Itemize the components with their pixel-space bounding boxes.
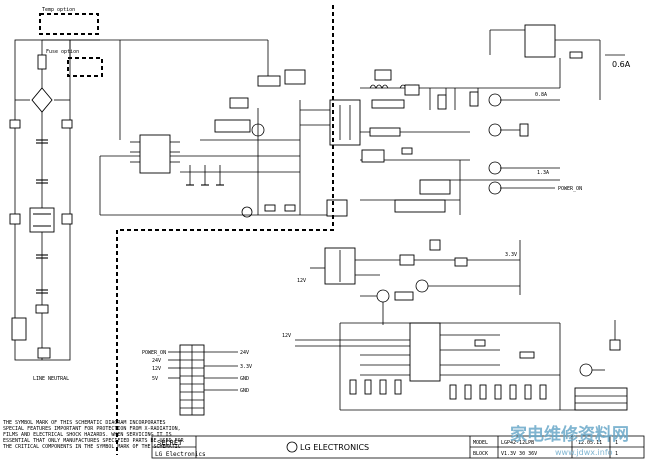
footer-note-line-5: THE CRITICAL COMPONENTS IN THE SYMBOL MA… <box>3 444 181 450</box>
transistor-q4 <box>488 181 502 195</box>
optocoupler <box>326 199 348 217</box>
transistor-q3 <box>488 161 502 175</box>
control-ic <box>409 322 441 382</box>
connector-right-pin-4: GND <box>240 388 249 394</box>
output-15a-label: 1.3A <box>537 170 549 176</box>
transistor-q1 <box>488 93 502 107</box>
output-06a-label: 0.6A <box>612 60 631 69</box>
standby-rail-label: 3.3V <box>505 252 517 258</box>
connector-left-pin-4: 5V <box>152 376 158 382</box>
mid-12v-label: 12V <box>282 333 291 339</box>
temp-option-label: Temp option <box>42 7 75 13</box>
bridge-rectifier-symbol <box>31 87 53 113</box>
model-value: LGP42-12LPB <box>501 440 534 446</box>
dimming-option-box <box>574 387 628 411</box>
footer-notes: THE SYMBOL MARK OF THIS SCHEMATIC DIAGRA… <box>3 420 185 450</box>
standby-section: 12V 3.3V <box>297 239 521 325</box>
transistor-q2 <box>488 123 502 137</box>
regulator-ic-top <box>524 24 556 58</box>
temp-option-box <box>39 13 99 35</box>
lg-electronics-small: LG Electronics <box>155 451 206 458</box>
block-label: BLOCK <box>473 451 488 457</box>
footer-note-line-3: FILMS AND ELECTRICAL SHOCK HAZARDS. WHEN… <box>3 432 172 438</box>
watermark-chinese: 家电维修资料网 <box>510 424 629 445</box>
page-total: 1 <box>615 451 618 457</box>
date-value: '12.05.11 <box>575 440 602 446</box>
title-block: SECRET LG Electronics LG ELECTRONICS MOD… <box>151 435 645 459</box>
footer-note-line-4: ESSENTIAL THAT ONLY MANUFACTURES SPECIFI… <box>3 438 185 444</box>
ac-input-section: LINE NEUTRAL <box>9 39 73 382</box>
fuse-option-label: Fuse option <box>46 49 79 55</box>
footer-note-line-2: SPECIAL FEATURES IMPORTANT FOR PROTECTIO… <box>3 426 181 432</box>
lg-logo-mark <box>286 441 298 453</box>
model-label: MODEL <box>473 440 488 446</box>
watermark-url: www.jdwx.info <box>555 448 613 457</box>
pwm-controller-ic <box>139 134 171 174</box>
ac-inlet-connector <box>11 317 27 341</box>
control-section: 12V <box>282 320 628 411</box>
footer-note-line-1: THE SYMBOL MARK OF THIS SCHEMATIC DIAGRA… <box>3 420 166 426</box>
neutral-note-label: LINE NEUTRAL <box>33 376 69 382</box>
common-mode-choke <box>29 207 55 233</box>
connector-left-pin-2: 24V <box>152 358 161 364</box>
output-08a-label: 0.8A <box>535 92 547 98</box>
output-connector: POWER_ON 24V 12V 5V 24V 3.3V GND GND <box>142 344 252 416</box>
lg-electronics-logo-text: LG ELECTRONICS <box>300 443 369 452</box>
secret-label: SECRET <box>157 439 183 447</box>
watermark: 家电维修资料网 www.jdwx.info <box>510 424 629 457</box>
connector-left-pin-3: 12V <box>152 366 161 372</box>
fuse-option-box <box>67 57 103 77</box>
version-value: V1.3V 30 36V <box>501 451 537 457</box>
supply-12v-label: 12V <box>297 278 306 284</box>
power-on-right-label: POWER_ON <box>558 186 582 192</box>
connector-left-pin-1: POWER_ON <box>142 350 166 356</box>
isolation-boundary <box>116 5 334 455</box>
primary-section <box>70 39 361 218</box>
secondary-section: 0.6A 0.8A 1.3A POWER_ON <box>360 24 631 215</box>
main-transformer <box>329 99 361 146</box>
connector-right-pin-1: 24V <box>240 350 249 356</box>
connector-right-pin-3: GND <box>240 376 249 382</box>
page-number: 1 <box>615 440 618 446</box>
connector-right-pin-2: 3.3V <box>240 364 252 370</box>
